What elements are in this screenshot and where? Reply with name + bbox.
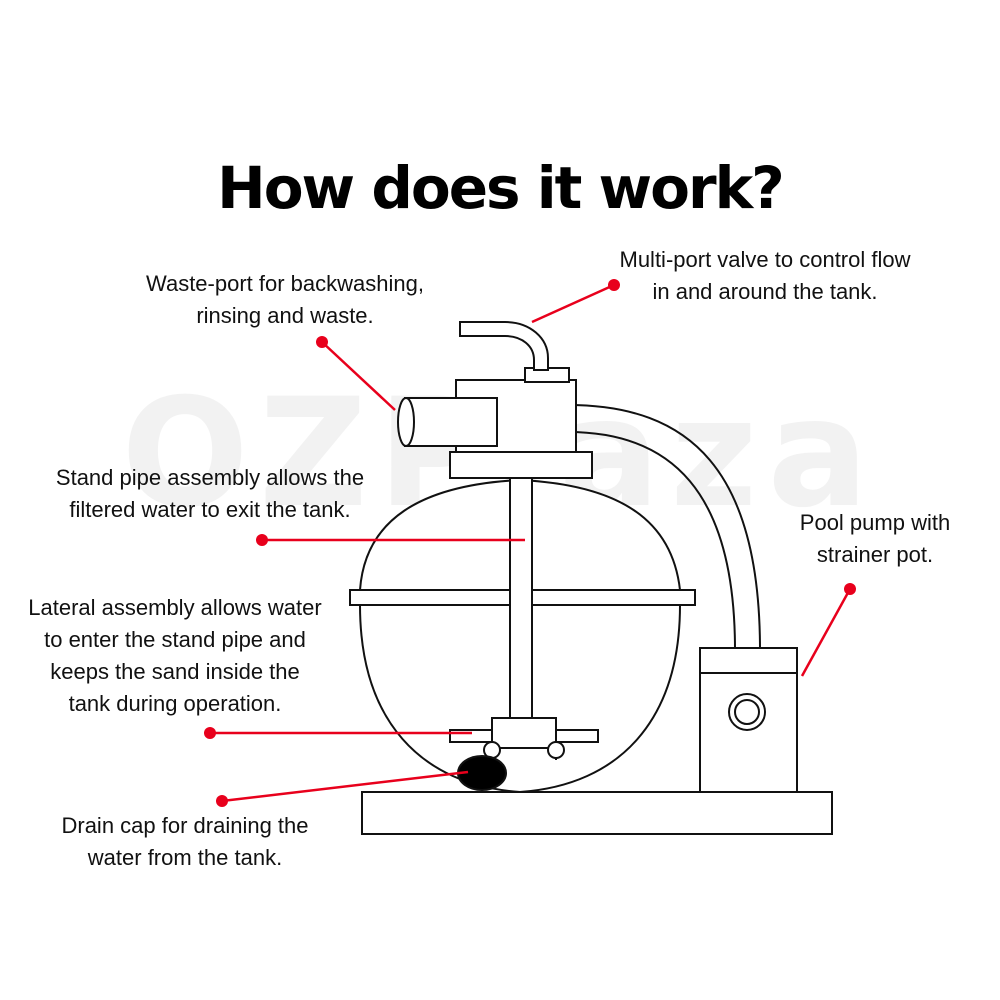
callout-stand-pipe-line1: Stand pipe assembly allows the: [55, 465, 365, 490]
page-title: How does it work?: [217, 154, 785, 222]
lateral-right-arm: [553, 729, 599, 743]
return-hose-inner: [567, 431, 736, 651]
callout-pool-pump: Pool pump with strainer pot.: [770, 507, 980, 571]
lateral-nozzle-right: [547, 741, 565, 759]
callout-multi-port: Multi-port valve to control flow in and …: [590, 244, 940, 308]
return-hose-outer: [567, 404, 761, 651]
callout-waste-port: Waste-port for backwashing, rinsing and …: [120, 268, 450, 332]
callout-stand-pipe-line2: filtered water to exit the tank.: [69, 497, 351, 522]
callout-drain-cap: Drain cap for draining the water from th…: [30, 810, 340, 874]
base-plate: [361, 791, 833, 835]
valve-top-pipe: [459, 321, 549, 371]
callout-drain-cap-line1: Drain cap for draining the: [61, 813, 309, 838]
callout-dot-drain-cap: [216, 795, 228, 807]
callout-pool-pump-line2: strainer pot.: [816, 542, 934, 567]
callout-lateral-line3: keeps the sand inside the: [50, 659, 300, 684]
lateral-hub: [491, 717, 557, 749]
callout-lateral-line4: tank during operation.: [68, 691, 282, 716]
callout-lateral: Lateral assembly allows water to enter t…: [10, 592, 340, 720]
callout-line-multi-port: [531, 283, 615, 324]
callout-multi-port-line2: in and around the tank.: [652, 279, 878, 304]
callout-dot-pool-pump: [844, 583, 856, 595]
callout-drain-cap-line2: water from the tank.: [87, 845, 283, 870]
callout-waste-port-line1: Waste-port for backwashing,: [146, 271, 424, 296]
callout-pool-pump-line1: Pool pump with: [799, 510, 951, 535]
callout-line-pool-pump: [800, 588, 852, 677]
callout-dot-multi-port: [608, 279, 620, 291]
callout-line-waste-port: [321, 341, 396, 411]
stand-pipe: [509, 477, 533, 721]
callout-lateral-line1: Lateral assembly allows water: [28, 595, 322, 620]
callout-lateral-line2: to enter the stand pipe and: [44, 627, 306, 652]
callout-line-drain-cap: [221, 770, 469, 803]
waste-port-opening: [397, 397, 415, 447]
callout-dot-stand-pipe: [256, 534, 268, 546]
callout-dot-lateral: [204, 727, 216, 739]
valve-collar: [449, 451, 593, 479]
callout-waste-port-line2: rinsing and waste.: [196, 303, 374, 328]
callout-dot-waste-port: [316, 336, 328, 348]
callout-multi-port-line1: Multi-port valve to control flow: [619, 247, 911, 272]
waste-port-pipe: [404, 397, 498, 447]
pump-port-inner: [734, 699, 760, 725]
callout-stand-pipe: Stand pipe assembly allows the filtered …: [30, 462, 390, 526]
